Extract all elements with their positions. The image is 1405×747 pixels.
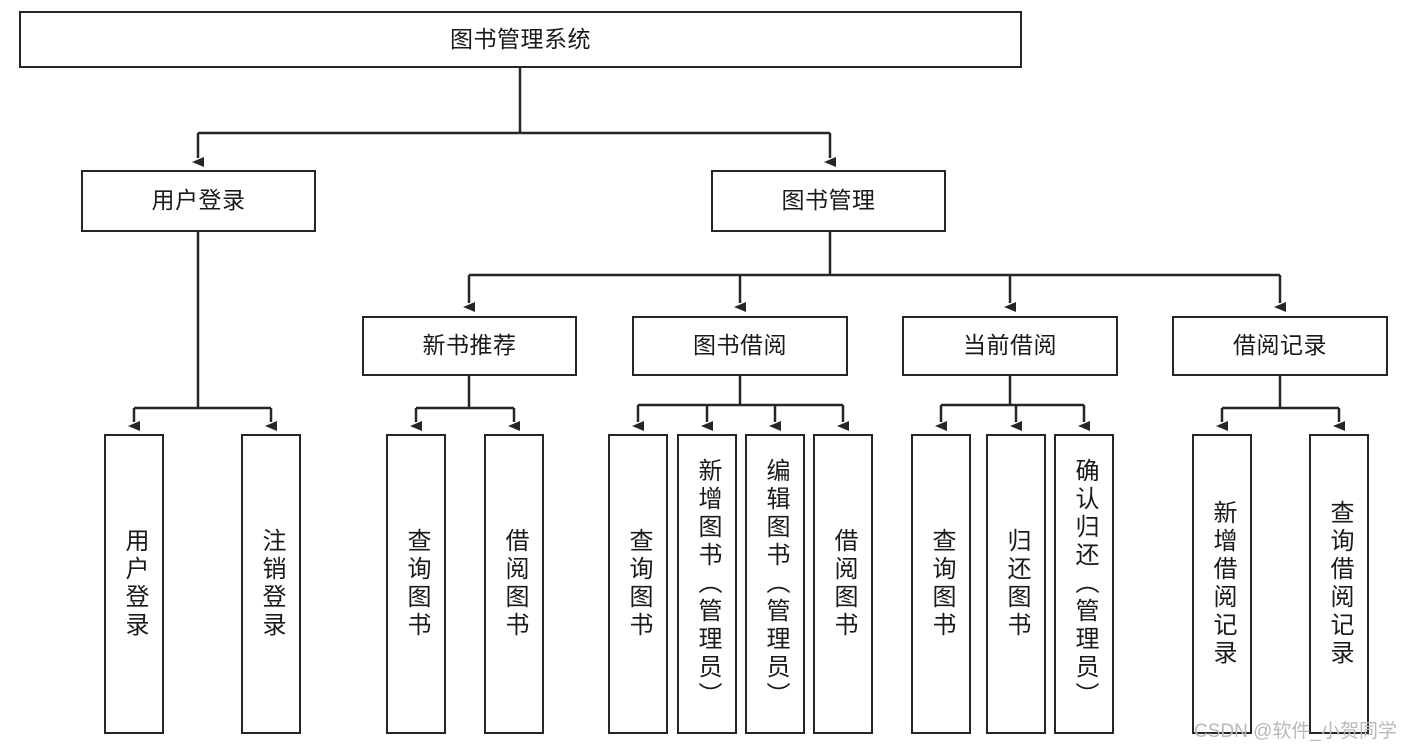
node-user-login-label: 用户登录 xyxy=(151,187,246,214)
node-borrow-record-label: 借阅记录 xyxy=(1233,332,1327,359)
node-bor-add-book[interactable]: 新增图书（管理员） xyxy=(677,434,737,734)
node-login-do[interactable]: 用户登录 xyxy=(104,434,164,734)
node-rec-query-book-label: 查询图书 xyxy=(403,528,430,640)
node-rec-borrow-book-label: 借阅图书 xyxy=(501,528,528,640)
node-cur-query-book[interactable]: 查询图书 xyxy=(911,434,971,734)
node-cur-query-book-label: 查询图书 xyxy=(928,528,955,640)
node-rec-add-record[interactable]: 新增借阅记录 xyxy=(1192,434,1252,734)
node-borrow-record[interactable]: 借阅记录 xyxy=(1172,316,1388,376)
node-root-label: 图书管理系统 xyxy=(450,25,591,52)
node-cur-return-book[interactable]: 归还图书 xyxy=(986,434,1046,734)
node-logout-do-label: 注销登录 xyxy=(258,528,285,640)
node-bor-add-book-label: 新增图书（管理员） xyxy=(694,458,721,710)
node-new-book-recommend[interactable]: 新书推荐 xyxy=(362,316,577,376)
node-bor-query-book-label: 查询图书 xyxy=(625,528,652,640)
node-rec-query-record-label: 查询借阅记录 xyxy=(1326,500,1353,668)
node-book-borrow[interactable]: 图书借阅 xyxy=(632,316,848,376)
node-rec-borrow-book[interactable]: 借阅图书 xyxy=(484,434,544,734)
watermark: CSDN @软件_小贺同学 xyxy=(1194,721,1397,742)
node-bor-edit-book[interactable]: 编辑图书（管理员） xyxy=(745,434,805,734)
node-book-borrow-label: 图书借阅 xyxy=(693,332,787,359)
node-current-borrow-label: 当前借阅 xyxy=(963,332,1057,359)
node-bor-borrow-book-label: 借阅图书 xyxy=(830,528,857,640)
node-bor-query-book[interactable]: 查询图书 xyxy=(608,434,668,734)
node-logout-do[interactable]: 注销登录 xyxy=(241,434,301,734)
node-bor-edit-book-label: 编辑图书（管理员） xyxy=(762,458,789,710)
node-bor-borrow-book[interactable]: 借阅图书 xyxy=(813,434,873,734)
node-rec-add-record-label: 新增借阅记录 xyxy=(1209,500,1236,668)
node-book-management-label: 图书管理 xyxy=(781,187,876,214)
node-cur-return-book-label: 归还图书 xyxy=(1003,528,1030,640)
node-user-login[interactable]: 用户登录 xyxy=(81,170,316,232)
node-rec-query-record[interactable]: 查询借阅记录 xyxy=(1309,434,1369,734)
node-new-book-recommend-label: 新书推荐 xyxy=(422,332,517,359)
node-current-borrow[interactable]: 当前借阅 xyxy=(902,316,1118,376)
node-root[interactable]: 图书管理系统 xyxy=(19,11,1022,68)
node-cur-confirm-return[interactable]: 确认归还（管理员） xyxy=(1054,434,1114,734)
node-login-do-label: 用户登录 xyxy=(121,528,148,640)
node-rec-query-book[interactable]: 查询图书 xyxy=(386,434,446,734)
node-book-management[interactable]: 图书管理 xyxy=(711,170,946,232)
node-cur-confirm-return-label: 确认归还（管理员） xyxy=(1071,458,1098,710)
